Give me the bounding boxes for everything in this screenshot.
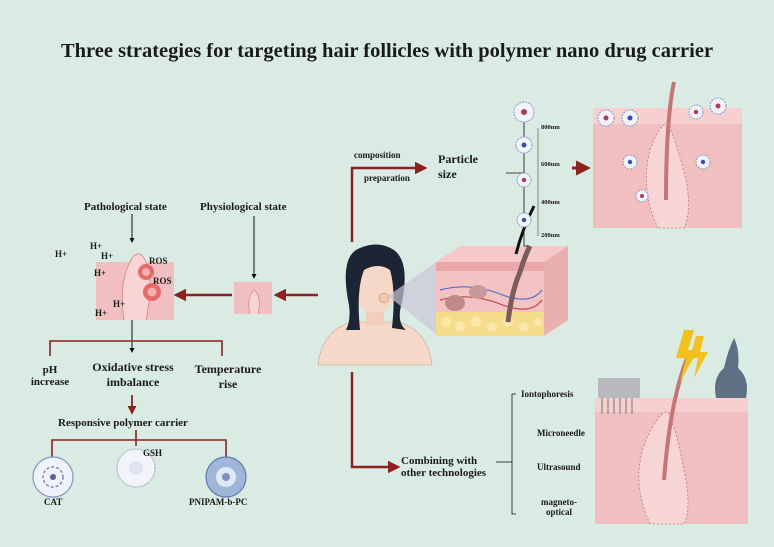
- zoom-beam: [388, 262, 436, 334]
- size-label-200: 200nm: [541, 232, 560, 239]
- microneedle-array: [601, 398, 633, 414]
- ph-increase-label: pH increase: [30, 364, 70, 388]
- size-label-800: 800nm: [541, 124, 560, 131]
- physiological-state-label: Physiological state: [200, 201, 287, 213]
- oxidative-stress-label: Oxidative stress imbalance: [92, 360, 174, 389]
- ros-label: ROS: [149, 256, 168, 266]
- woman-figure: [317, 244, 433, 366]
- h-ion-label: H+: [55, 249, 68, 259]
- h-ion-label: H+: [113, 299, 126, 309]
- arrow-to-particle-size: [350, 161, 428, 242]
- pnipam-nanoparticle: [205, 456, 247, 498]
- pathological-state-label: Pathological state: [84, 201, 167, 213]
- size-label-400: 400nm: [541, 199, 560, 206]
- gsh-nanoparticle: [116, 448, 156, 488]
- temperature-rise-label: Temperature rise: [194, 362, 262, 391]
- pnipam-label: PNIPAM-b-PC: [189, 497, 248, 507]
- preparation-label: preparation: [364, 173, 410, 183]
- h-ion-label: H+: [94, 268, 107, 278]
- arrow-to-combining: [350, 372, 401, 474]
- skin-cross-section: [436, 205, 568, 336]
- responsive-carrier-label: Responsive polymer carrier: [58, 417, 188, 429]
- particle-size-label: Particle size: [438, 152, 478, 181]
- diagram-title: Three strategies for targeting hair foll…: [60, 40, 714, 62]
- composition-label: composition: [354, 150, 401, 160]
- cat-nanoparticle: [32, 456, 74, 498]
- ultrasound-label: Ultrasound: [537, 462, 581, 472]
- combining-label: Combining with other technologies: [401, 455, 487, 479]
- gsh-label: GSH: [143, 448, 163, 458]
- size-particles: [513, 101, 535, 228]
- magneto-optical-label: magneto- optical: [541, 497, 577, 517]
- particle-follicle-panel: [593, 81, 742, 229]
- technology-follicle-panel: [595, 330, 748, 525]
- hair-strand: [514, 205, 536, 255]
- size-label-600: 600nm: [541, 161, 560, 168]
- iontophoresis-label: Iontophoresis: [521, 389, 574, 399]
- ultrasound-probe-icon: [715, 338, 747, 398]
- h-ion-label: H+: [95, 308, 108, 318]
- lightning-icon: [676, 330, 698, 382]
- microneedle-label: Microneedle: [537, 428, 585, 438]
- cat-label: CAT: [44, 497, 63, 507]
- h-ion-label: H+: [90, 241, 103, 251]
- ros-label: ROS: [153, 276, 172, 286]
- h-ion-label: H+: [101, 251, 114, 261]
- iontophoresis-device: [598, 378, 640, 398]
